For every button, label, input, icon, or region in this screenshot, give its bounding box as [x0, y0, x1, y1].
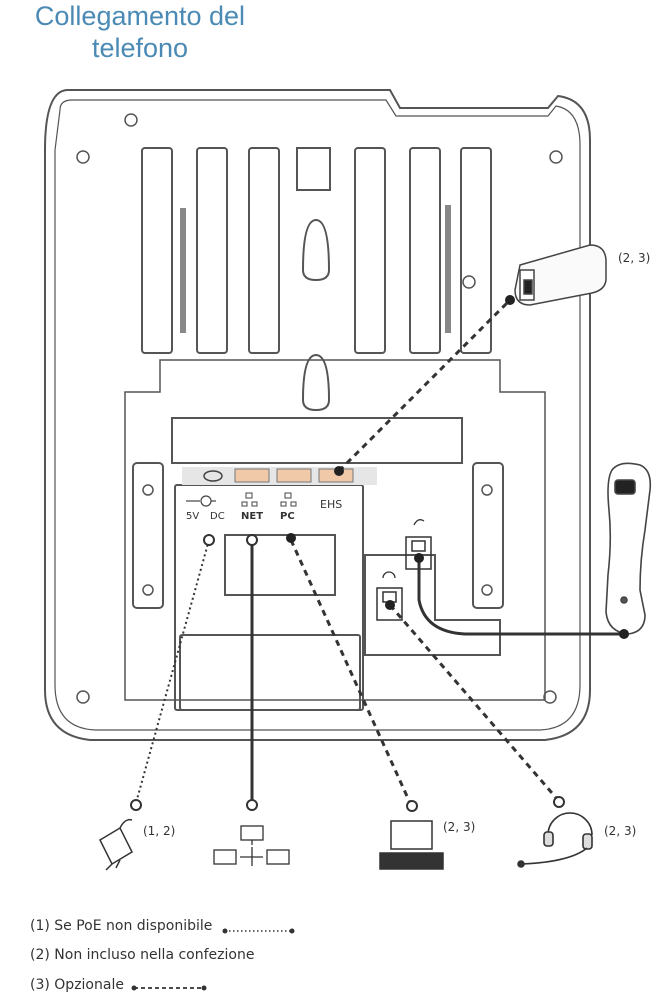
legend-optional: (3) Opzionale	[30, 977, 124, 993]
callout-power-adapter: (1, 2)	[143, 824, 175, 838]
port-label-pc: PC	[280, 511, 295, 522]
headset-cable	[388, 604, 560, 801]
power-adapter-icon	[99, 818, 133, 871]
title-line-2: telefono	[91, 33, 189, 63]
callout-ehs-adapter: (2, 3)	[618, 251, 650, 265]
cables	[135, 298, 624, 806]
title-line-1: Collegamento del	[34, 1, 246, 31]
port-label-net: NET	[241, 511, 263, 522]
page-title: Collegamento del telefono	[0, 0, 280, 64]
phone-base	[44, 89, 591, 741]
legend-line-dotted	[222, 928, 295, 934]
callout-pc: (2, 3)	[443, 820, 475, 834]
ehs-cable	[337, 298, 512, 473]
screws	[76, 113, 563, 704]
handset	[605, 462, 652, 635]
grip-bar-right	[445, 205, 451, 333]
legend-not-included: (2) Non incluso nella confezione	[30, 947, 255, 963]
legend-line-dashed	[131, 985, 207, 991]
network-icon	[241, 492, 297, 507]
ehs-adapter	[514, 244, 607, 306]
port-label-dc: DC	[210, 511, 225, 522]
connection-points-filled	[286, 295, 629, 639]
power-port-icon	[186, 495, 216, 507]
port-label-ehs: EHS	[320, 498, 342, 511]
handset-cable	[417, 558, 624, 636]
callout-headset: (2, 3)	[604, 824, 636, 838]
network-computers-icon	[213, 825, 290, 866]
power-cable	[135, 539, 210, 804]
port-label-power: 5V	[186, 511, 199, 522]
connector-strip	[182, 467, 377, 485]
headset-icon	[517, 812, 593, 868]
legend-poe: (1) Se PoE non disponibile	[30, 918, 213, 934]
pc-icon	[379, 820, 444, 870]
connection-points	[130, 534, 565, 812]
grip-bar-left	[180, 208, 186, 333]
pc-cable	[289, 539, 413, 806]
